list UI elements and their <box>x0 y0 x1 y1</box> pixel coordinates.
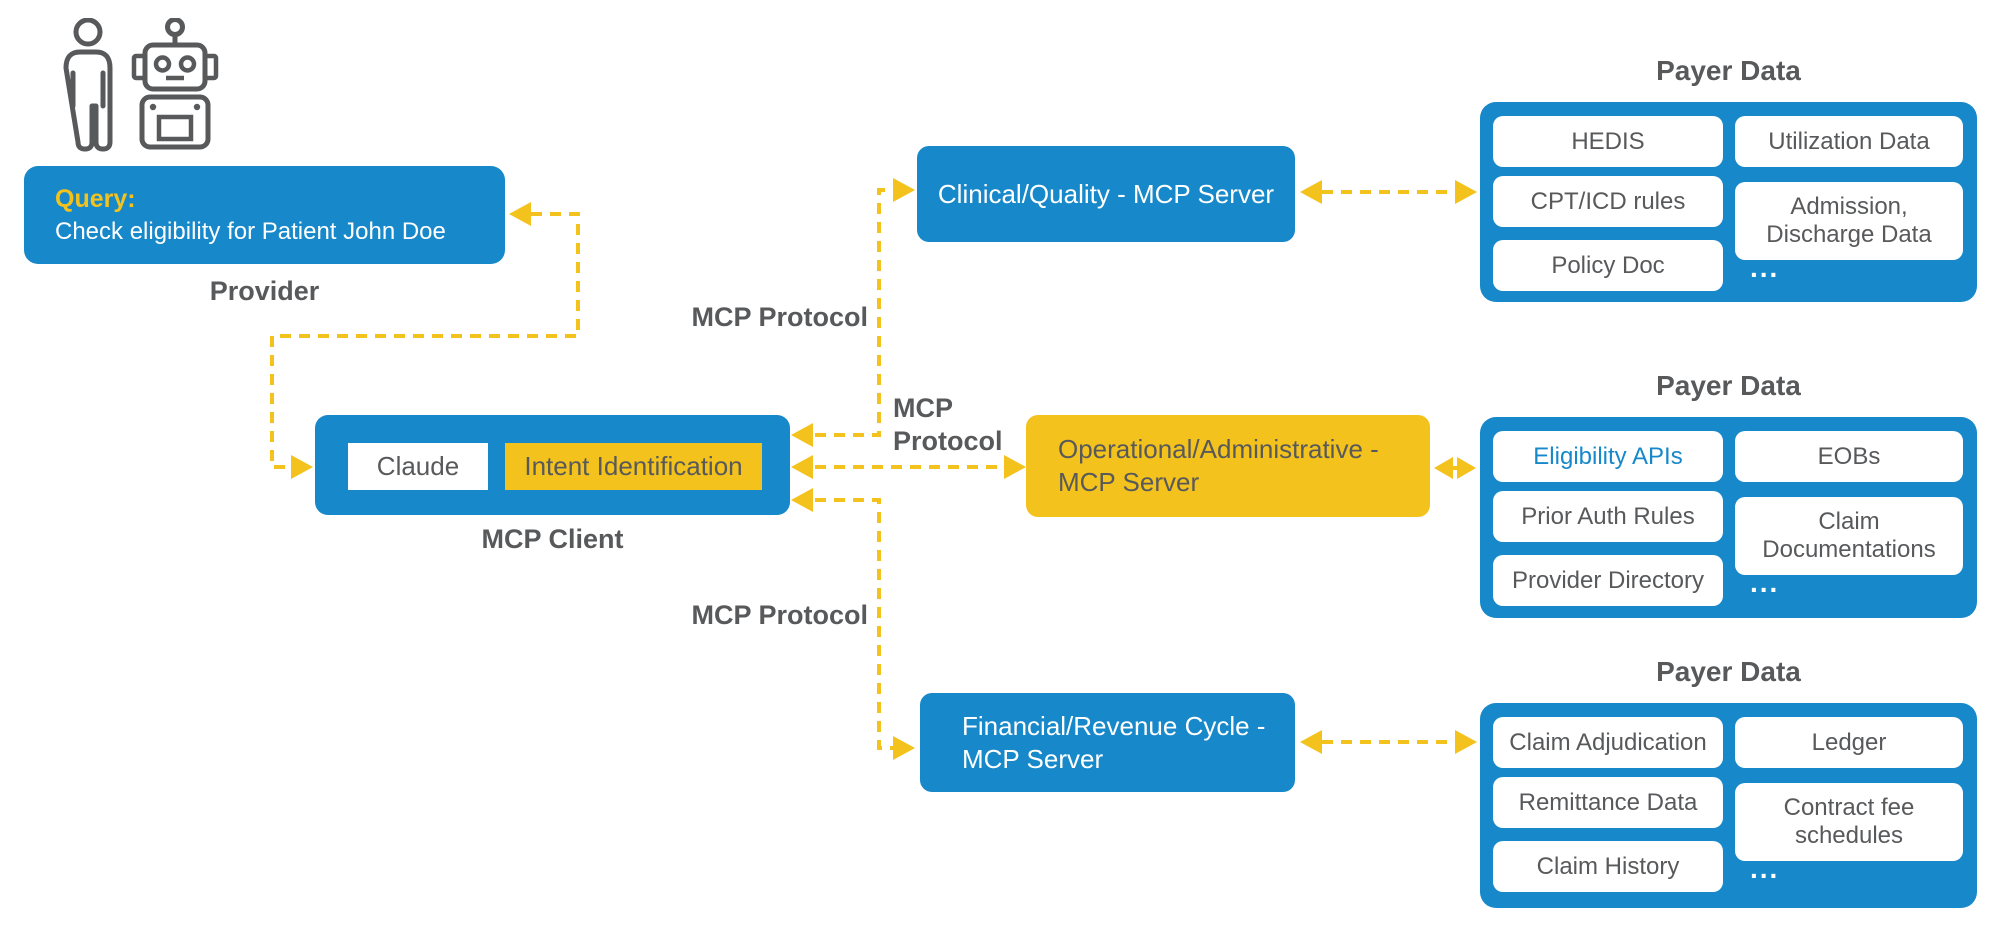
pill-prior-auth-rules: Prior Auth Rules <box>1493 491 1723 542</box>
payer-data-panel-financial: Claim Adjudication Remittance Data Claim… <box>1480 703 1977 908</box>
mcp-client-caption: MCP Client <box>481 524 624 554</box>
payer-data-title-financial: Payer Data <box>1656 656 1801 687</box>
pill-claim-adjudication: Claim Adjudication <box>1493 717 1723 768</box>
pill-utilization-data: Utilization Data <box>1735 116 1963 167</box>
mcp-protocol-middle-line2: Protocol <box>893 426 1003 456</box>
pill-ledger: Ledger <box>1735 717 1963 768</box>
more-ellipsis: ... <box>1750 252 1780 283</box>
arrowhead-into-client-left <box>291 455 313 479</box>
pill-contract-fee-schedules: Contract fee schedules <box>1735 783 1963 861</box>
arrowhead-payer2-right <box>1457 457 1476 479</box>
query-text: Check eligibility for Patient John Doe <box>55 218 446 245</box>
arrowhead-payer1-right <box>1455 180 1477 204</box>
pill-eligibility-apis: Eligibility APIs <box>1493 431 1723 482</box>
more-ellipsis: ... <box>1750 567 1780 598</box>
payer-data-panel-clinical: HEDIS CPT/ICD rules Policy Doc Utilizati… <box>1480 102 1977 302</box>
arrowhead-into-clinical <box>893 178 915 202</box>
arrowhead-clinical-left <box>1300 180 1322 204</box>
payer-data-panel-operational: Eligibility APIs Prior Auth Rules Provid… <box>1480 417 1977 618</box>
pill-eobs: EOBs <box>1735 431 1963 482</box>
arrowhead-into-operational <box>1004 455 1026 479</box>
pill-admission-discharge-data: Admission, Discharge Data <box>1735 182 1963 260</box>
pill-policy-doc: Policy Doc <box>1493 240 1723 291</box>
pill-provider-directory: Provider Directory <box>1493 555 1723 606</box>
payer-data-title-operational: Payer Data <box>1656 370 1801 401</box>
arrowhead-operational-left <box>1434 457 1453 479</box>
payer-data-title-clinical: Payer Data <box>1656 55 1801 86</box>
pill-claim-history: Claim History <box>1493 841 1723 892</box>
arrowhead-into-client-top <box>791 423 813 447</box>
intent-identification-chip: Intent Identification <box>505 443 762 490</box>
operational-server-line2: MCP Server <box>1058 467 1200 497</box>
clinical-server-label: Clinical/Quality - MCP Server <box>937 178 1275 209</box>
financial-server-line2: MCP Server <box>962 743 1104 774</box>
financial-revenue-cycle-mcp-server: Financial/Revenue Cycle - MCP Server <box>920 693 1295 792</box>
person-icon <box>63 17 113 152</box>
more-ellipsis: ... <box>1750 853 1780 884</box>
query-label: Query: <box>55 185 136 213</box>
arrowhead-into-client-bottom <box>791 488 813 512</box>
claude-chip: Claude <box>348 443 488 490</box>
operational-administrative-mcp-server: Operational/Administrative - MCP Server <box>1026 415 1430 517</box>
mcp-protocol-label-top: MCP Protocol <box>691 302 868 332</box>
pill-claim-documentations: Claim Documentations <box>1735 497 1963 575</box>
pill-hedis: HEDIS <box>1493 116 1723 167</box>
clinical-quality-mcp-server: Clinical/Quality - MCP Server <box>917 146 1295 242</box>
provider-query-box: Query: Check eligibility for Patient Joh… <box>24 166 505 264</box>
mcp-client-box: Claude Intent Identification <box>315 415 790 515</box>
person-and-robot-icons <box>63 17 219 152</box>
provider-icons <box>58 17 228 158</box>
mcp-protocol-label-bottom: MCP Protocol <box>691 600 868 630</box>
pill-remittance-data: Remittance Data <box>1493 777 1723 828</box>
arrowhead-into-query <box>509 202 531 226</box>
operational-server-line1: Operational/Administrative - <box>1058 434 1379 464</box>
mcp-protocol-middle-line1: MCP <box>893 393 953 423</box>
arrowhead-financial-left <box>1300 730 1322 754</box>
mcp-protocol-label-middle: MCP Protocol <box>893 392 1053 458</box>
financial-server-line1: Financial/Revenue Cycle - <box>962 710 1266 741</box>
robot-icon <box>131 17 219 150</box>
pill-cpt-icd-rules: CPT/ICD rules <box>1493 176 1723 227</box>
provider-caption: Provider <box>209 276 320 306</box>
arrowhead-into-client-mid <box>791 455 813 479</box>
arrowhead-payer3-right <box>1455 730 1477 754</box>
arrowhead-into-financial <box>893 736 915 760</box>
